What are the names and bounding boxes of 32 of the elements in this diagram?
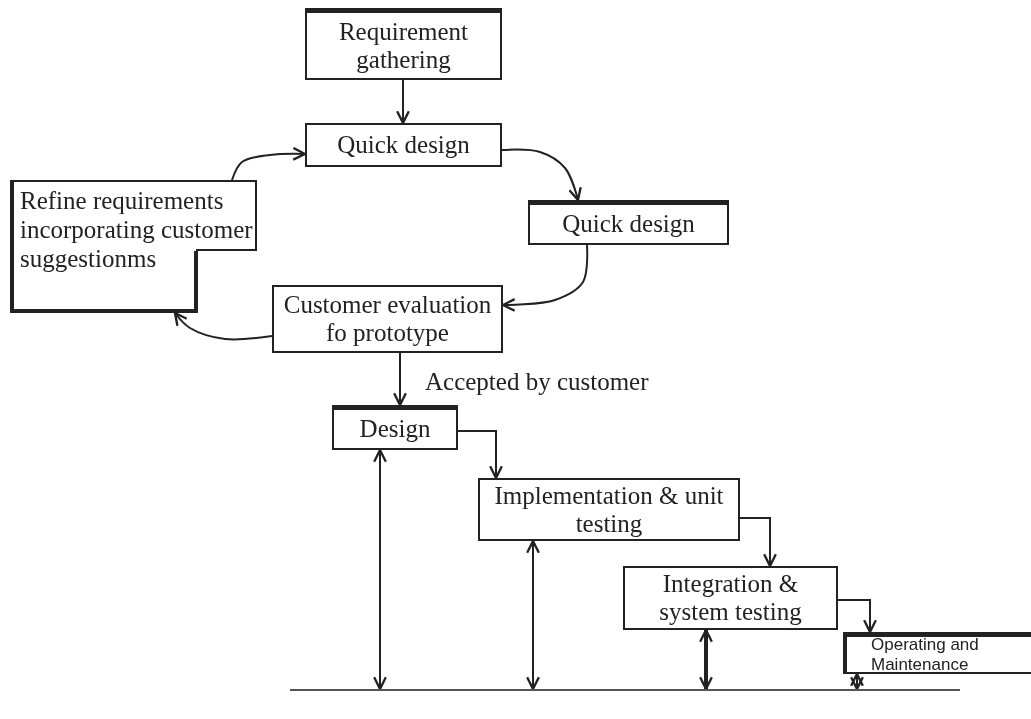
node-label: Quick design bbox=[337, 131, 470, 159]
node-label: Operating and Maintenance bbox=[871, 634, 980, 675]
process-box bbox=[623, 566, 838, 630]
arrow bbox=[837, 599, 877, 634]
node-label: Requirement gathering bbox=[337, 17, 470, 74]
process-box bbox=[478, 478, 740, 541]
process-box bbox=[332, 405, 458, 450]
arrow bbox=[173, 311, 273, 341]
arrow bbox=[501, 244, 589, 312]
node-label: Refine requirements incorporating customer suggestionms bbox=[20, 186, 254, 273]
arrow bbox=[699, 628, 713, 691]
arrow bbox=[850, 672, 864, 691]
node-label: Customer evaluation fo prototype bbox=[282, 291, 493, 347]
node-label: Quick design bbox=[562, 210, 695, 238]
node-label: Implementation & unit testing bbox=[493, 481, 725, 538]
process-box bbox=[843, 632, 1031, 674]
process-box bbox=[10, 180, 257, 313]
process-box bbox=[528, 200, 729, 245]
node-label: Integration & system testing bbox=[658, 570, 803, 626]
process-box bbox=[305, 123, 502, 167]
arrow bbox=[231, 146, 307, 181]
arrow bbox=[393, 352, 407, 407]
arrow bbox=[501, 148, 582, 202]
arrow bbox=[739, 517, 777, 568]
arrow bbox=[457, 430, 503, 480]
node-label: Design bbox=[359, 415, 431, 443]
arrow bbox=[396, 79, 410, 125]
arrow bbox=[526, 539, 540, 691]
arrow bbox=[373, 448, 387, 691]
process-box bbox=[305, 8, 502, 80]
baseline bbox=[290, 689, 960, 691]
process-box bbox=[272, 285, 503, 353]
